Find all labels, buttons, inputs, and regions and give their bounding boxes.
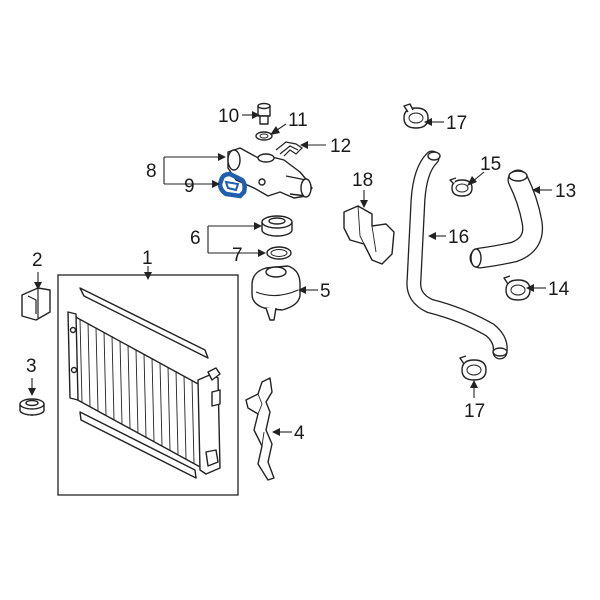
cap-part-6 [261, 215, 293, 237]
callout-labels: 1 2 3 4 5 6 7 8 9 10 11 12 13 14 15 16 1… [26, 106, 576, 444]
callout-2: 2 [32, 250, 43, 271]
callout-13: 13 [555, 181, 576, 202]
clamp-part-17-top [403, 103, 429, 129]
clip-part-12 [275, 141, 303, 157]
callout-3: 3 [26, 356, 37, 377]
shroud-part-18 [343, 205, 395, 265]
callout-17-bottom: 17 [464, 401, 485, 422]
callout-17-top: 17 [446, 113, 467, 134]
callout-12: 12 [330, 136, 351, 157]
callout-11: 11 [288, 110, 308, 131]
callout-10: 10 [218, 106, 239, 127]
callout-5: 5 [320, 281, 331, 302]
callout-1: 1 [142, 248, 153, 269]
grommet-part-3 [19, 398, 45, 416]
seal-ring-part-11 [255, 131, 273, 141]
hose-part-13 [469, 169, 544, 269]
callout-9: 9 [184, 176, 195, 197]
clamp-part-17-bottom [459, 355, 487, 381]
callout-8: 8 [146, 161, 157, 182]
callout-7: 7 [232, 245, 243, 266]
leader-lines [28, 111, 552, 436]
radiator-assembly [57, 274, 239, 496]
callout-16: 16 [448, 227, 469, 248]
gasket-part-9 [217, 171, 247, 199]
callout-14: 14 [548, 279, 570, 300]
hose-part-16 [406, 150, 508, 360]
coolant-flange-part-8 [227, 147, 313, 199]
bracket-part-2 [21, 287, 51, 321]
sensor-part-10 [257, 102, 271, 125]
expansion-tank-part-5 [251, 265, 301, 321]
clamp-part-15 [449, 177, 473, 197]
callout-6: 6 [190, 228, 201, 249]
callout-15: 15 [480, 154, 501, 175]
air-guide-part-4 [245, 377, 275, 481]
callout-18: 18 [352, 170, 373, 191]
callout-4: 4 [294, 423, 305, 444]
o-ring-part-7 [266, 246, 292, 260]
